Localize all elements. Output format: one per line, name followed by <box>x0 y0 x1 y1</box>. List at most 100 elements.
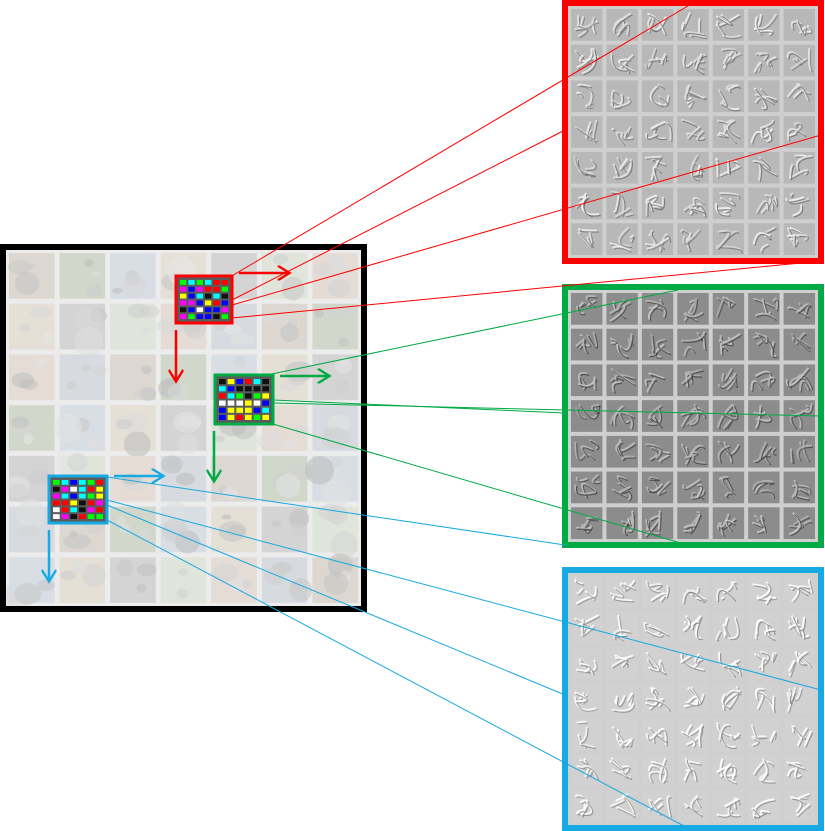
feature-map-tile <box>606 223 638 255</box>
feature-edge <box>574 27 588 38</box>
feature-edge-shadow <box>795 123 803 135</box>
feature-edge <box>723 762 736 784</box>
kernel-filter <box>53 507 60 513</box>
feature-edge <box>683 524 696 529</box>
feature-map-tile <box>606 364 638 397</box>
feature-map-tile <box>748 364 780 397</box>
feature-edge-shadow <box>611 378 625 384</box>
feature-edge-shadow <box>789 692 797 704</box>
feature-edge-shadow <box>613 704 636 713</box>
feature-edge <box>702 331 706 350</box>
feature-edge <box>655 338 671 355</box>
feature-edge-shadow <box>721 334 742 347</box>
feature-map-tile <box>641 44 674 77</box>
image-tile-shape <box>82 563 106 588</box>
feature-edge-shadow <box>752 725 758 738</box>
feature-edge-shadow <box>654 167 663 182</box>
feature-map-tile <box>677 647 709 680</box>
feature-map-tile <box>641 647 674 680</box>
feature-map-tile <box>783 576 815 608</box>
feature-edge <box>664 584 669 598</box>
kernel-filter <box>61 493 69 499</box>
feature-edge <box>648 414 657 423</box>
kernel-filter <box>227 414 235 420</box>
feature-edge-shadow <box>668 797 673 819</box>
feature-edge-shadow <box>789 625 806 640</box>
kernel-filter <box>236 386 243 392</box>
feature-map-tile <box>606 151 638 184</box>
feature-edge-shadow <box>752 737 768 740</box>
feature-map-tile <box>571 151 603 184</box>
image-tile-shape <box>223 323 242 336</box>
feature-map-tile <box>606 44 638 77</box>
feature-map-bg <box>748 44 780 77</box>
image-tile-shape <box>305 456 334 485</box>
feature-map-tile <box>783 435 815 468</box>
feature-edge-shadow <box>716 631 723 642</box>
feature-edge-shadow <box>766 597 773 606</box>
feature-map-tile <box>571 328 603 361</box>
feature-edge-shadow <box>723 695 733 710</box>
feature-edge <box>624 212 633 217</box>
feature-edge-shadow <box>718 515 731 529</box>
feature-edge <box>696 129 705 141</box>
feature-edge-shadow <box>659 96 669 107</box>
feature-edge-shadow <box>760 54 770 62</box>
feature-map-tile <box>641 80 674 113</box>
kernel-filter <box>262 379 269 385</box>
feature-map-bg <box>712 754 745 787</box>
feature-edge-shadow <box>790 165 795 180</box>
feature-edge <box>715 629 722 641</box>
feature-edge-shadow <box>627 413 635 431</box>
feature-edge-shadow <box>647 653 661 673</box>
feature-edge-shadow <box>684 616 692 633</box>
feature-edge <box>792 90 802 99</box>
kernel-filter <box>180 314 187 319</box>
image-tile-shape <box>330 530 358 560</box>
feature-edge-shadow <box>722 347 729 352</box>
feature-edge <box>689 368 703 377</box>
feature-map-bg <box>748 9 780 41</box>
feature-edge <box>685 804 689 808</box>
feature-edge-shadow <box>619 228 633 249</box>
kernel-filter <box>236 393 243 399</box>
feature-map-tile <box>571 116 603 148</box>
feature-edge-shadow <box>798 447 811 462</box>
feature-edge <box>801 403 813 414</box>
feature-map-tile <box>571 683 603 715</box>
feature-edge-shadow <box>697 61 706 71</box>
feature-map-tile <box>606 754 638 787</box>
kernel-filter <box>213 286 220 292</box>
feature-edge <box>680 410 706 418</box>
kernel-filter <box>180 307 187 313</box>
feature-map-tile <box>748 754 780 787</box>
feature-edge-shadow <box>797 304 810 315</box>
kernel-filter <box>188 300 195 306</box>
feature-edge <box>647 303 659 320</box>
image-tile-shape <box>322 479 352 508</box>
feature-edge-shadow <box>613 129 616 132</box>
feature-map-tile <box>677 507 709 539</box>
feature-map-tile <box>783 293 815 325</box>
feature-map-tile <box>677 151 709 184</box>
kernel-filter <box>245 386 252 392</box>
feature-edge-shadow <box>724 691 742 712</box>
kernel-filter <box>205 307 212 313</box>
feature-edge-shadow <box>682 120 698 129</box>
feature-edge-shadow <box>577 478 590 483</box>
feature-map-tile <box>712 80 745 113</box>
feature-map-tile <box>606 9 638 41</box>
feature-edge <box>752 445 772 463</box>
feature-edge-shadow <box>620 334 634 352</box>
feature-edge <box>721 663 737 669</box>
feature-edge-shadow <box>595 378 598 391</box>
feature-edge-shadow <box>691 370 705 378</box>
feature-map-tile <box>712 435 745 468</box>
feature-map-tile <box>783 471 815 504</box>
blue-projection-lines <box>106 476 822 827</box>
image-tile-shape <box>136 583 147 594</box>
feature-edge-shadow <box>646 688 659 707</box>
feature-map-tile <box>677 683 709 715</box>
feature-edge <box>760 193 772 214</box>
image-tile-shape <box>233 356 247 368</box>
